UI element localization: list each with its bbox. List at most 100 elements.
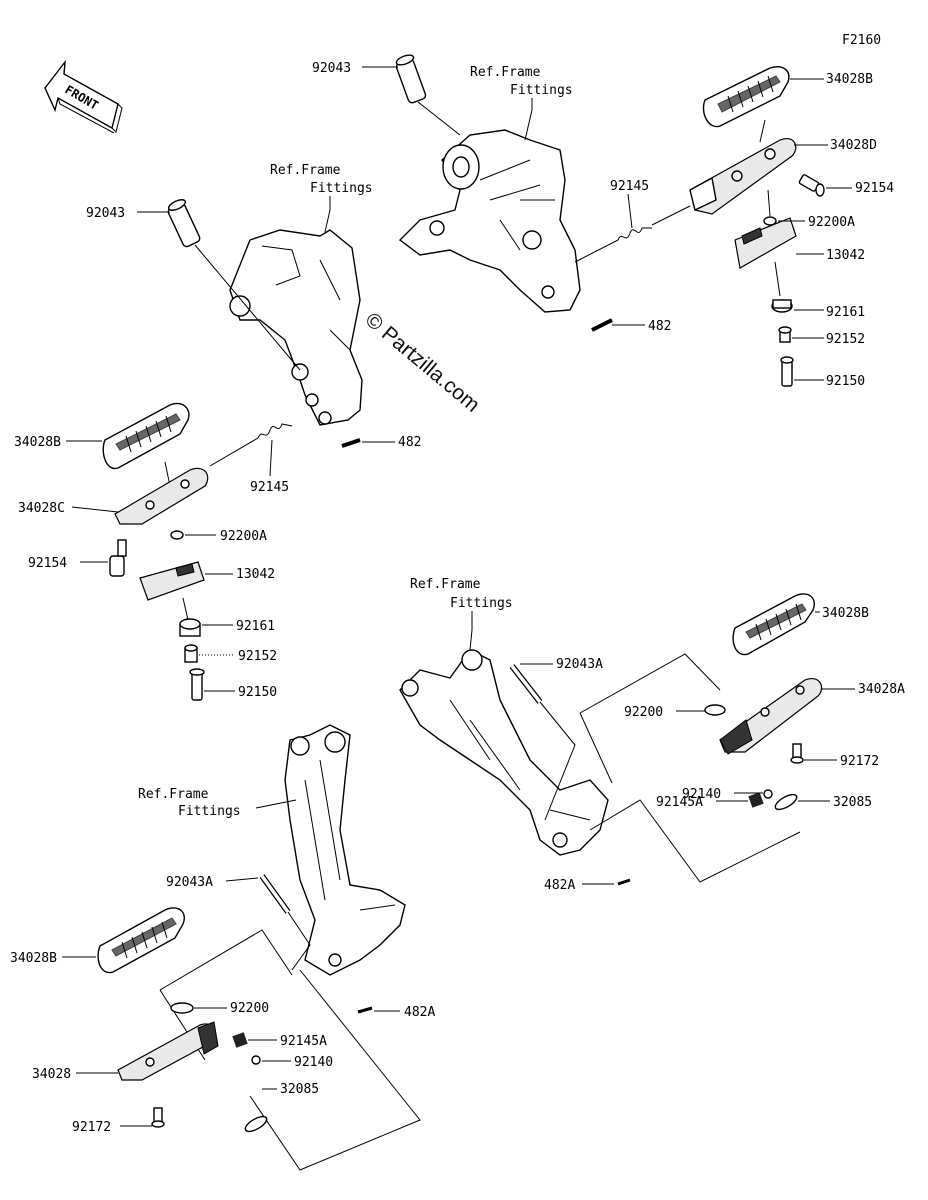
callout: 92140 bbox=[682, 787, 763, 802]
callout: 92161 bbox=[202, 619, 275, 634]
callout: 92043 bbox=[86, 206, 170, 221]
svg-text:92140: 92140 bbox=[682, 787, 721, 802]
svg-text:Ref.Frame: Ref.Frame bbox=[470, 65, 541, 80]
svg-text:32085: 32085 bbox=[280, 1082, 319, 1097]
callout: 92200 bbox=[194, 1001, 269, 1016]
callout: 92152 bbox=[792, 332, 865, 347]
svg-text:92161: 92161 bbox=[236, 619, 275, 634]
callout: 92145A bbox=[248, 1034, 327, 1049]
svg-text:34028B: 34028B bbox=[822, 606, 869, 621]
svg-text:92200A: 92200A bbox=[220, 529, 267, 544]
svg-text:482A: 482A bbox=[404, 1005, 435, 1020]
callout: 92152 bbox=[199, 649, 277, 664]
svg-text:Fittings: Fittings bbox=[450, 596, 513, 611]
footpeg-34028 bbox=[117, 1021, 219, 1081]
callout: 92172 bbox=[804, 754, 879, 769]
collar-92152-top bbox=[778, 326, 792, 343]
footpeg-34028C bbox=[114, 467, 209, 525]
washer-92200A-top bbox=[763, 216, 777, 226]
svg-text:32085: 32085 bbox=[833, 795, 872, 810]
svg-text:34028C: 34028C bbox=[18, 501, 65, 516]
svg-text:92150: 92150 bbox=[238, 685, 277, 700]
callout: 92161 bbox=[794, 305, 865, 320]
callout: 92145 bbox=[610, 179, 649, 229]
pin-482-top bbox=[591, 318, 613, 332]
svg-text:Ref.Frame: Ref.Frame bbox=[138, 787, 209, 802]
callout: 32085 bbox=[798, 795, 872, 810]
svg-text:34028: 34028 bbox=[32, 1067, 71, 1082]
svg-text:92145A: 92145A bbox=[280, 1034, 327, 1049]
front-right-bracket bbox=[399, 649, 609, 856]
svg-text:92200: 92200 bbox=[230, 1001, 269, 1016]
washer-92200A-left bbox=[170, 530, 184, 540]
pin-482-left bbox=[341, 438, 361, 448]
pin-92043A-mid bbox=[509, 664, 543, 704]
svg-text:92150: 92150 bbox=[826, 374, 865, 389]
svg-text:34028D: 34028D bbox=[830, 138, 877, 153]
svg-text:Ref.Frame: Ref.Frame bbox=[270, 163, 341, 178]
pin-92043-left bbox=[167, 199, 201, 248]
svg-text:92152: 92152 bbox=[238, 649, 277, 664]
svg-text:13042: 13042 bbox=[236, 567, 275, 582]
svg-text:92154: 92154 bbox=[855, 181, 894, 196]
bolt-92150-left bbox=[189, 668, 205, 701]
grommet-92161-top bbox=[771, 299, 793, 313]
svg-text:34028B: 34028B bbox=[14, 435, 61, 450]
svg-text:92145: 92145 bbox=[250, 480, 289, 495]
svg-text:92043A: 92043A bbox=[556, 657, 603, 672]
svg-text:92152: 92152 bbox=[826, 332, 865, 347]
ref-label-low: Ref.Frame Fittings bbox=[138, 787, 297, 819]
callout: 34028B bbox=[790, 72, 873, 87]
figure-code: F2160 bbox=[842, 33, 881, 48]
callout: 482A bbox=[544, 878, 614, 893]
ref-label-mid: Ref.Frame Fittings bbox=[410, 577, 513, 651]
footpeg-34028A bbox=[719, 678, 823, 755]
pin-482A-low bbox=[357, 1006, 373, 1014]
svg-text:34028A: 34028A bbox=[858, 682, 905, 697]
callout: 92150 bbox=[794, 374, 865, 389]
svg-text:92043: 92043 bbox=[86, 206, 125, 221]
callout: 34028D bbox=[794, 138, 877, 153]
callout: 13042 bbox=[205, 567, 275, 582]
footpeg-rubber-34028B-left bbox=[102, 402, 190, 470]
svg-text:Fittings: Fittings bbox=[510, 83, 573, 98]
callout: 92145A bbox=[656, 795, 748, 810]
svg-text:92043: 92043 bbox=[312, 61, 351, 76]
svg-text:Fittings: Fittings bbox=[310, 181, 373, 196]
callout: 92043A bbox=[166, 875, 259, 890]
callout: 32085 bbox=[262, 1082, 319, 1097]
callout: 92200 bbox=[624, 705, 705, 720]
svg-text:92043A: 92043A bbox=[166, 875, 213, 890]
callout: 92200A bbox=[185, 529, 267, 544]
svg-text:92200A: 92200A bbox=[808, 215, 855, 230]
pin-92043-top bbox=[395, 54, 427, 104]
svg-text:34028B: 34028B bbox=[10, 951, 57, 966]
callout: 34028B bbox=[815, 606, 869, 621]
callout: 482A bbox=[374, 1005, 435, 1020]
callout: 92172 bbox=[72, 1120, 152, 1135]
plate-13042-top bbox=[734, 217, 797, 269]
bolt-92172-mid bbox=[790, 743, 804, 764]
callout: 34028C bbox=[18, 501, 119, 516]
watermark: © Partzilla.com bbox=[361, 308, 484, 417]
callout: 92150 bbox=[204, 685, 277, 700]
pin-92043A-low bbox=[259, 874, 291, 914]
rear-left-bracket bbox=[229, 229, 363, 426]
spring-92145A-low bbox=[232, 1032, 248, 1048]
svg-text:92161: 92161 bbox=[826, 305, 865, 320]
svg-text:92145: 92145 bbox=[610, 179, 649, 194]
bolt-92154-top bbox=[798, 174, 825, 197]
callout: 92145 bbox=[250, 439, 289, 495]
svg-text:92154: 92154 bbox=[28, 556, 67, 571]
plate-13042-left bbox=[139, 561, 205, 601]
callout: 482 bbox=[612, 319, 671, 334]
pin-482A-mid bbox=[617, 878, 631, 886]
svg-text:Fittings: Fittings bbox=[178, 804, 241, 819]
front-left-bracket bbox=[284, 724, 406, 976]
spring-92145-left bbox=[257, 423, 293, 439]
grommet-92161-left bbox=[179, 618, 201, 637]
bolt-92150-top bbox=[780, 356, 794, 387]
washer-92200-mid bbox=[704, 704, 726, 716]
spring-92145A-mid bbox=[748, 792, 764, 808]
